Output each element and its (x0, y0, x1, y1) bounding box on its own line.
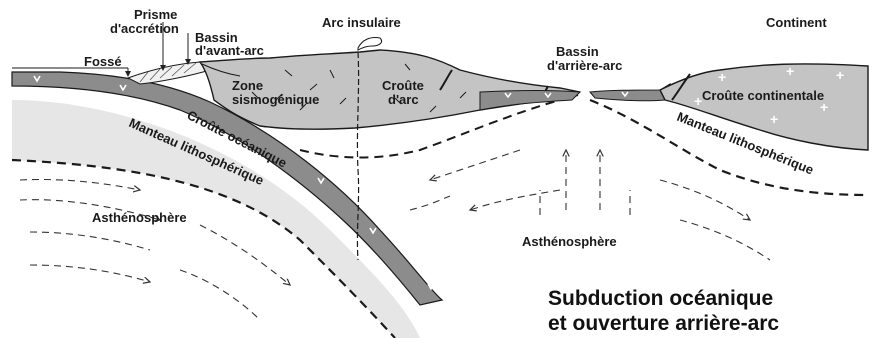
label-bassin-arriere-arc-line2: d'arrière-arc (547, 58, 622, 73)
label-croute-continentale: Croûte continentale (702, 88, 824, 103)
back-arc-crust-right (590, 84, 670, 101)
label-prisme-line2: d'accrétion (110, 21, 179, 36)
volcanic-plume (358, 37, 382, 50)
label-arc-insulaire: Arc insulaire (322, 15, 401, 30)
label-bassin-arriere-arc-line1: Bassin (556, 44, 599, 59)
label-fosse: Fossé (84, 54, 122, 69)
label-croute-arc-line2: d'arc (388, 92, 419, 107)
svg-text:+: + (786, 63, 794, 79)
diagram-title-line1: Subduction océanique (548, 287, 773, 310)
label-continent: Continent (766, 15, 827, 30)
label-asthenosphere-left: Asthénosphère (92, 210, 187, 225)
label-croute-arc-line1: Croûte (382, 78, 424, 93)
svg-text:+: + (770, 111, 778, 127)
label-prisme-line1: Prisme (134, 7, 177, 22)
diagram-title-line2: et ouverture arrière-arc (548, 312, 779, 335)
svg-text:+: + (836, 67, 844, 83)
accretionary-prism (128, 62, 210, 84)
label-zone-line2: sismogénique (232, 92, 319, 107)
label-bassin-avant-arc-line2: d'avant-arc (195, 43, 264, 58)
label-zone-line1: Zone (232, 78, 263, 93)
label-asthenosphere-right: Asthénosphère (522, 234, 617, 249)
svg-text:+: + (694, 93, 702, 109)
svg-text:+: + (718, 69, 726, 85)
back-arc-crust-left (480, 91, 580, 111)
